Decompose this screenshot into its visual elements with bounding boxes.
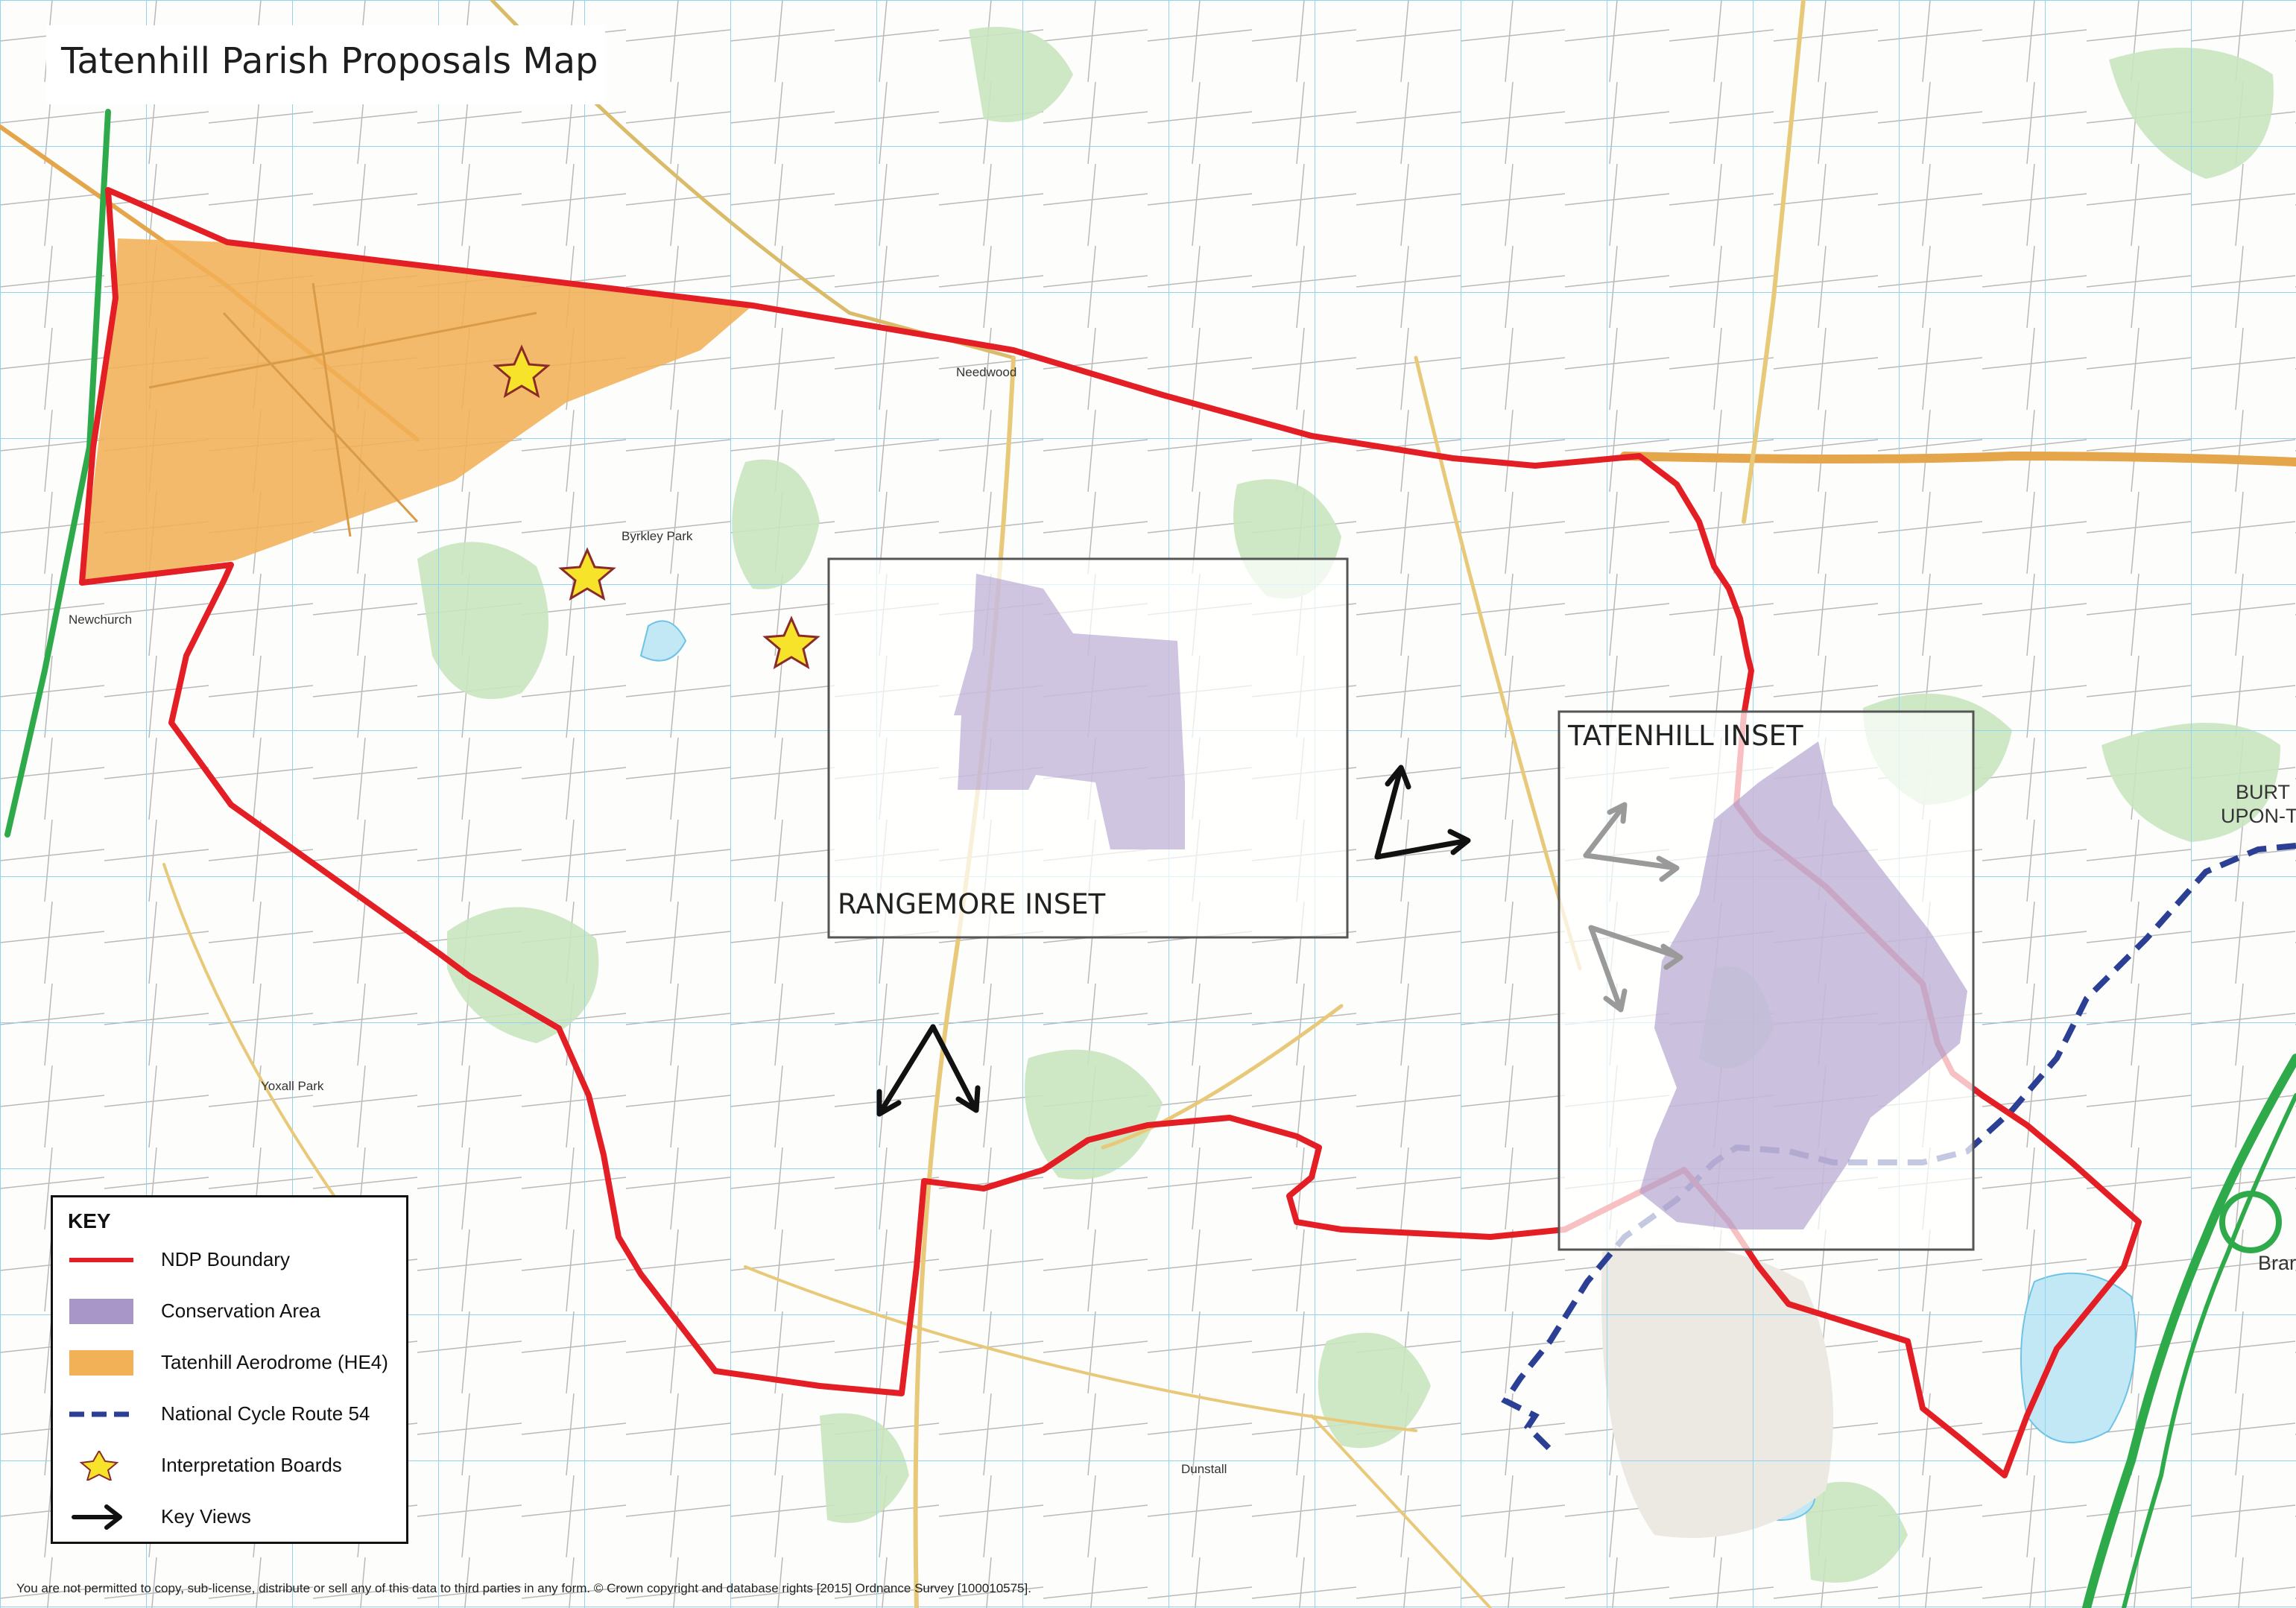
legend-item-cycle-route: National Cycle Route 54	[53, 1392, 406, 1437]
place-yoxall-park: Yoxall Park	[261, 1079, 324, 1093]
place-newchurch: Newchurch	[69, 613, 133, 627]
key-view-arrows-tatenhill[interactable]	[1583, 802, 1683, 1013]
star-icon	[79, 1451, 119, 1481]
place-needwood: Needwood	[956, 365, 1017, 379]
place-byrkley-park: Byrkley Park	[622, 529, 693, 543]
tatenhill-inset-frame[interactable]	[1557, 710, 1975, 1251]
legend-item-ndp-boundary: NDP Boundary	[53, 1238, 406, 1282]
key-view-arrows[interactable]	[876, 765, 1471, 1117]
copyright-notice: You are not permitted to copy, sub-licen…	[16, 1581, 1031, 1595]
legend-title: KEY	[68, 1209, 111, 1232]
place-burton: BURT	[2236, 781, 2291, 803]
red-line-icon	[69, 1258, 133, 1262]
interpretation-board-icon[interactable]	[762, 615, 820, 670]
rangemore-inset-label: RANGEMORE INSET	[838, 888, 1106, 920]
place-upon-trent: UPON-T	[2221, 805, 2296, 827]
tatenhill-aerodrome-area	[82, 238, 753, 583]
arrow-icon	[72, 1504, 122, 1530]
place-dunstall: Dunstall	[1181, 1462, 1227, 1476]
purple-fill-icon	[69, 1299, 133, 1324]
rangemore-inset-frame[interactable]	[827, 557, 1349, 939]
map-title: Tatenhill Parish Proposals Map	[61, 40, 598, 82]
blue-dash-icon	[69, 1411, 133, 1417]
trunk-roads	[4, 109, 2296, 1608]
map-legend: KEY NDP Boundary Conservation Area Taten…	[51, 1195, 408, 1544]
legend-item-aerodrome: Tatenhill Aerodrome (HE4)	[53, 1340, 406, 1385]
map-title-box: Tatenhill Parish Proposals Map	[46, 25, 605, 104]
legend-item-conservation-area: Conservation Area	[53, 1289, 406, 1334]
orange-fill-icon	[69, 1350, 133, 1376]
place-branston: Brans	[2258, 1252, 2296, 1274]
rangemore-conservation-area	[954, 574, 1185, 849]
interpretation-board-icon[interactable]	[558, 547, 616, 601]
tatenhill-inset-label: TATENHILL INSET	[1568, 720, 1803, 752]
legend-item-key-views: Key Views	[53, 1495, 406, 1539]
tatenhill-conservation-area	[1639, 741, 1967, 1229]
runway-lines	[148, 282, 537, 537]
legend-item-interpretation-boards: Interpretation Boards	[53, 1443, 406, 1488]
interpretation-board-icon[interactable]	[493, 344, 551, 399]
